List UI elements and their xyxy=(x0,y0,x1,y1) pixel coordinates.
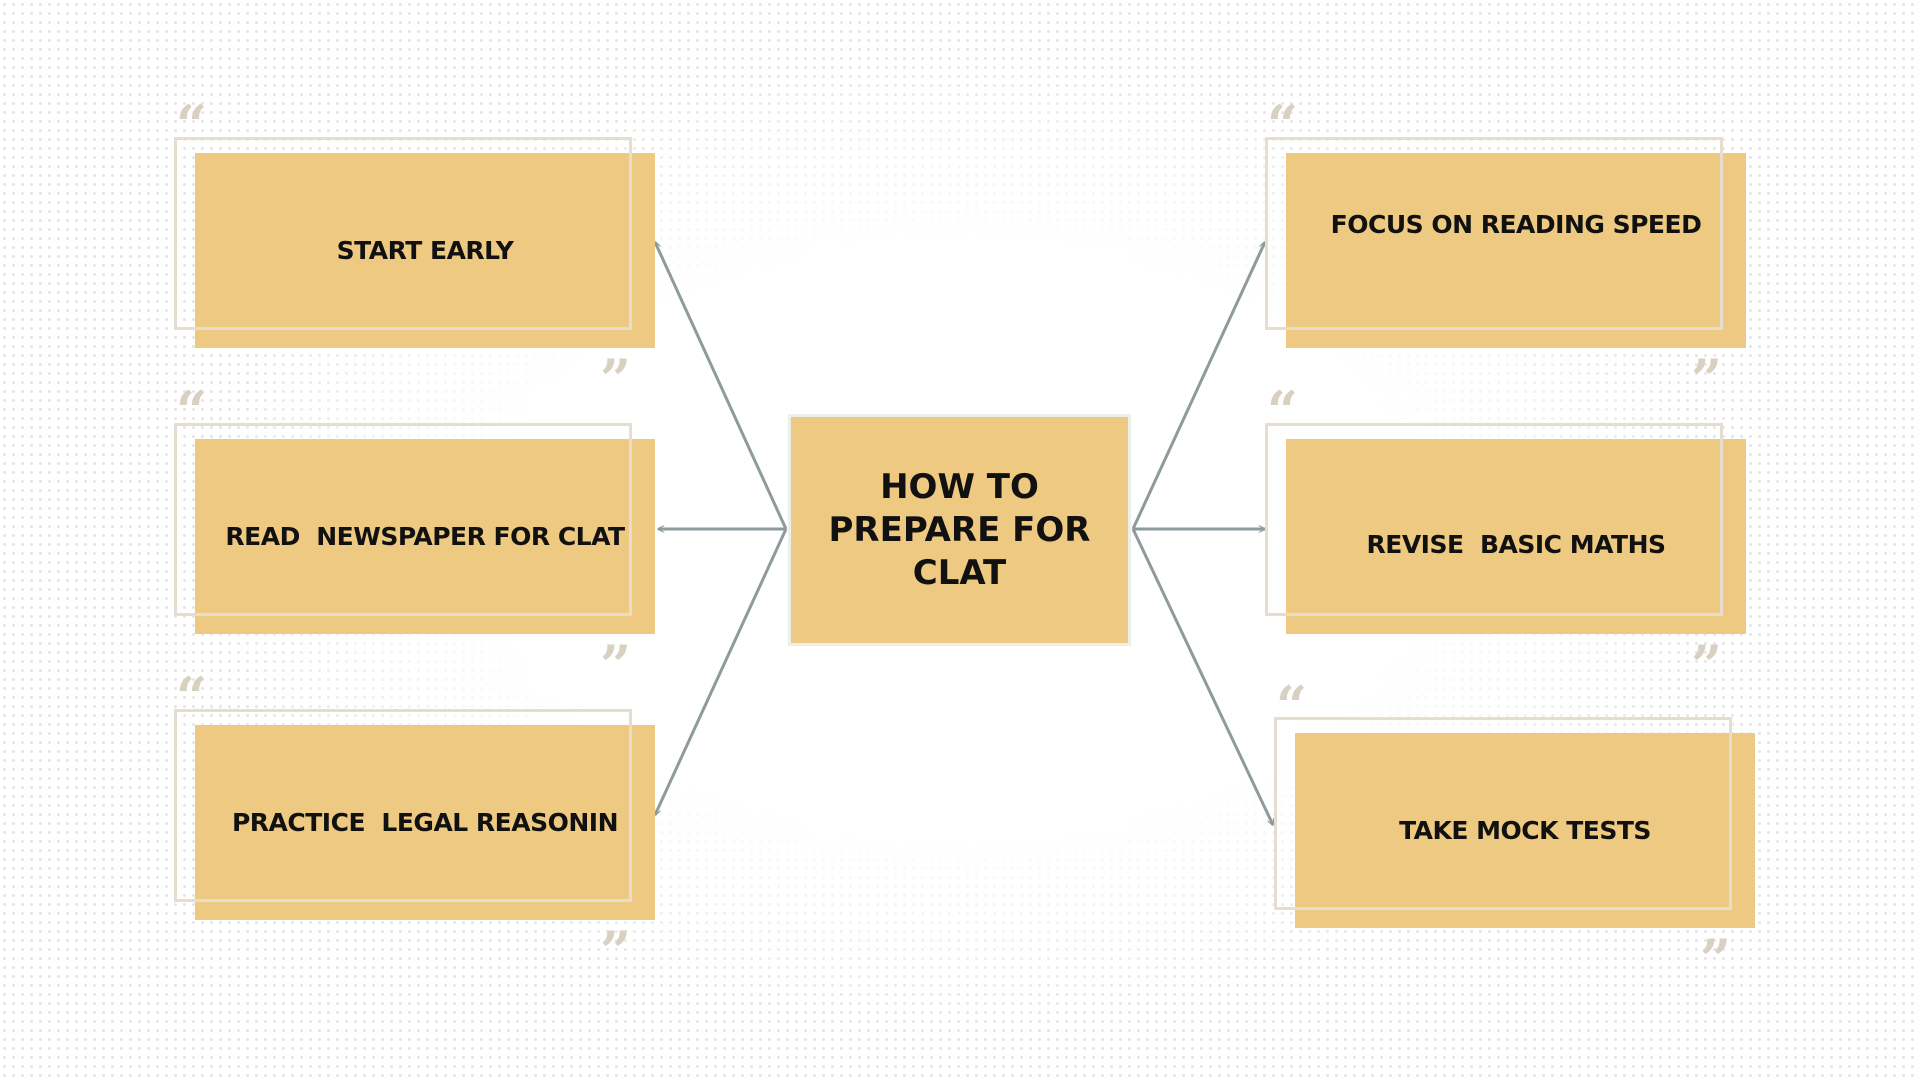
node-practice-legal-reasoning: PRACTICE LEGAL REASONIN xyxy=(174,709,655,920)
node-fill xyxy=(195,439,655,634)
node-revise-basic-maths: REVISE BASIC MATHS xyxy=(1265,423,1746,634)
node-frame xyxy=(174,137,632,330)
node-frame xyxy=(174,709,632,902)
connector-focus-reading-speed xyxy=(1131,242,1267,530)
node-read-newspaper: READ NEWSPAPER FOR CLAT xyxy=(174,423,655,634)
node-label: READ NEWSPAPER FOR CLAT xyxy=(225,522,625,551)
node-take-mock-tests: TAKE MOCK TESTS xyxy=(1274,717,1755,928)
open-quote-icon: “ xyxy=(1267,379,1298,443)
close-quote-icon: ” xyxy=(1691,347,1722,411)
node-label: TAKE MOCK TESTS xyxy=(1399,816,1651,845)
node-frame xyxy=(174,423,632,616)
connector-start-early xyxy=(653,242,788,530)
node-start-early: START EARLY xyxy=(174,137,655,348)
open-quote-icon: “ xyxy=(176,379,207,443)
close-quote-icon: ” xyxy=(1691,633,1722,697)
node-frame xyxy=(1265,137,1723,330)
node-focus-reading-speed: FOCUS ON READING SPEED xyxy=(1265,137,1746,348)
node-label: PRACTICE LEGAL REASONIN xyxy=(231,808,619,837)
open-quote-icon: “ xyxy=(176,93,207,157)
node-label: REVISE BASIC MATHS xyxy=(1366,530,1667,559)
connector-practice-legal-reasoning xyxy=(653,528,788,815)
close-quote-icon: ” xyxy=(1700,927,1731,991)
open-quote-icon: “ xyxy=(176,665,207,729)
central-topic-label: HOW TO PREPARE FOR CLAT xyxy=(828,466,1091,593)
node-fill xyxy=(195,725,655,920)
node-frame xyxy=(1274,717,1732,910)
connector-take-mock-tests xyxy=(1131,528,1275,825)
open-quote-icon: “ xyxy=(1276,674,1307,738)
central-topic-box: HOW TO PREPARE FOR CLAT xyxy=(788,414,1131,646)
close-quote-icon: ” xyxy=(600,633,631,697)
node-fill xyxy=(1295,733,1755,928)
node-fill xyxy=(1286,153,1746,348)
close-quote-icon: ” xyxy=(600,347,631,411)
node-label: FOCUS ON READING SPEED xyxy=(1330,210,1702,239)
node-frame xyxy=(1265,423,1723,616)
node-label: START EARLY xyxy=(336,236,514,265)
node-fill xyxy=(195,153,655,348)
node-fill xyxy=(1286,439,1746,634)
close-quote-icon: ” xyxy=(600,919,631,983)
open-quote-icon: “ xyxy=(1267,93,1298,157)
